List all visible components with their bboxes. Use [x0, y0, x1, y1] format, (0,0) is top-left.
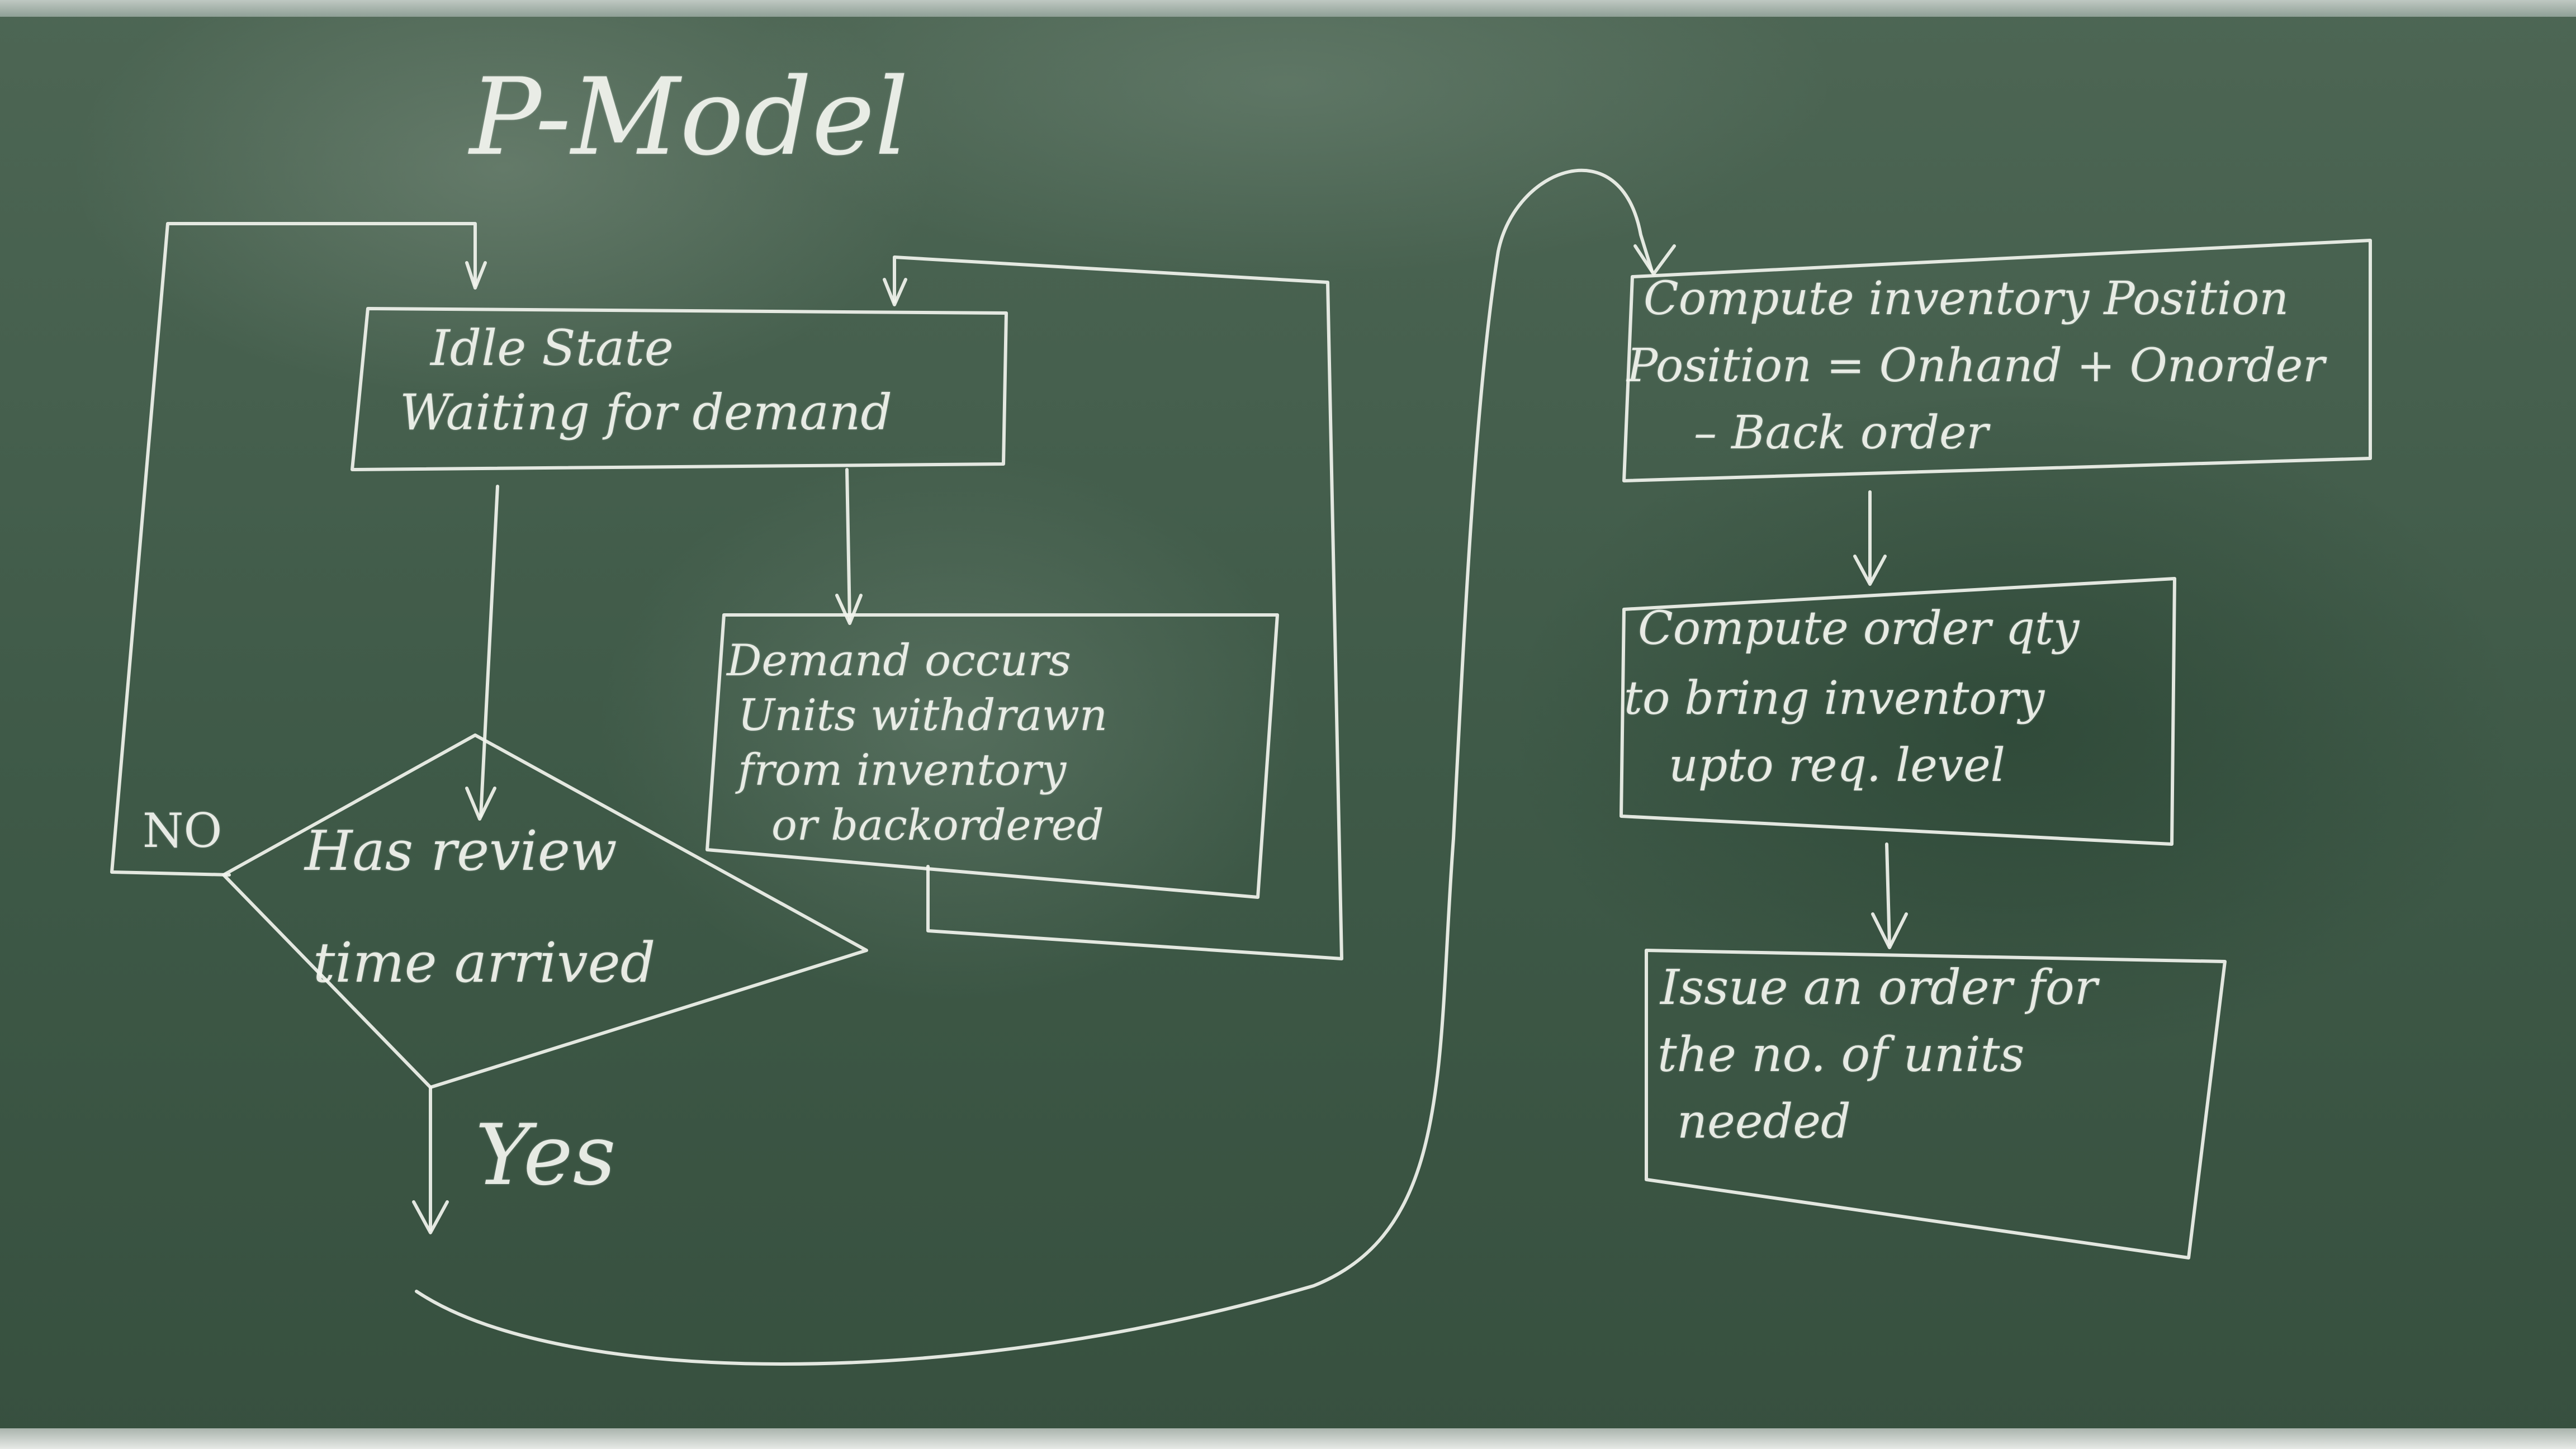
issue-order-box: [1645, 949, 2227, 1259]
qty-to-issue-arrow-line: [1885, 842, 1891, 946]
decision-no-label: NO: [143, 803, 222, 858]
left-loop-lines: [110, 222, 487, 877]
decision-yes-label: Yes: [475, 1107, 616, 1204]
issue-box-line-3: needed: [1677, 1094, 1851, 1149]
yes-to-position-connector: [415, 168, 1654, 1366]
order-qty-box-line-1: Compute order qty: [1638, 602, 2080, 655]
no-branch-loop-line: [110, 222, 477, 877]
demand-box-line-2: Units withdrawn: [738, 690, 1108, 741]
demand-box-line-1: Demand occurs: [727, 636, 1072, 686]
position-to-qty-arrowhead: [1853, 555, 1887, 586]
idle-to-decision-arrowhead: [465, 787, 496, 821]
demand-return-line: [893, 255, 1343, 960]
decision-line-2: time arrived: [313, 931, 656, 995]
issue-box-line-2: the no. of units: [1658, 1027, 2025, 1083]
idle-state-box: [351, 307, 1008, 471]
decision-line-1: Has review: [305, 820, 617, 883]
position-box-line-3: – Back order: [1694, 406, 1988, 460]
demand-box: [705, 613, 1279, 899]
idle-to-demand-arrowhead: [835, 594, 863, 625]
order-qty-box-line-3: upto req. level: [1669, 739, 2005, 792]
idle-to-decision-arrow-line: [479, 485, 499, 818]
position-box: [1622, 239, 2372, 482]
idle-box-line-1: Idle State: [430, 319, 674, 377]
idle-box-line-2: Waiting for demand: [400, 383, 892, 441]
issue-box-line-1: Issue an order for: [1660, 960, 2097, 1016]
order-qty-box-line-2: to bring inventory: [1624, 672, 2045, 725]
order-qty-box: [1620, 577, 2176, 846]
position-box-line-2: Position = Onhand + Onorder: [1627, 339, 2325, 392]
demand-return-arrow: [883, 278, 907, 306]
idle-to-demand-arrow-line: [845, 468, 851, 622]
position-box-line-1: Compute inventory Position: [1644, 272, 2289, 325]
qty-to-issue-arrowhead: [1871, 912, 1908, 949]
diagram-title: P-Model: [470, 55, 909, 179]
demand-box-line-3: from inventory: [738, 745, 1067, 795]
yes-arrowhead: [412, 1200, 449, 1234]
demand-box-line-4: or backordered: [771, 800, 1104, 850]
board-frame-top: [0, 0, 2576, 17]
right-loop-lines: [883, 255, 1343, 960]
idle-entry-arrow: [465, 261, 487, 290]
board-frame-bottom: [0, 1428, 2576, 1449]
position-entry-arrowhead: [1633, 244, 1676, 276]
